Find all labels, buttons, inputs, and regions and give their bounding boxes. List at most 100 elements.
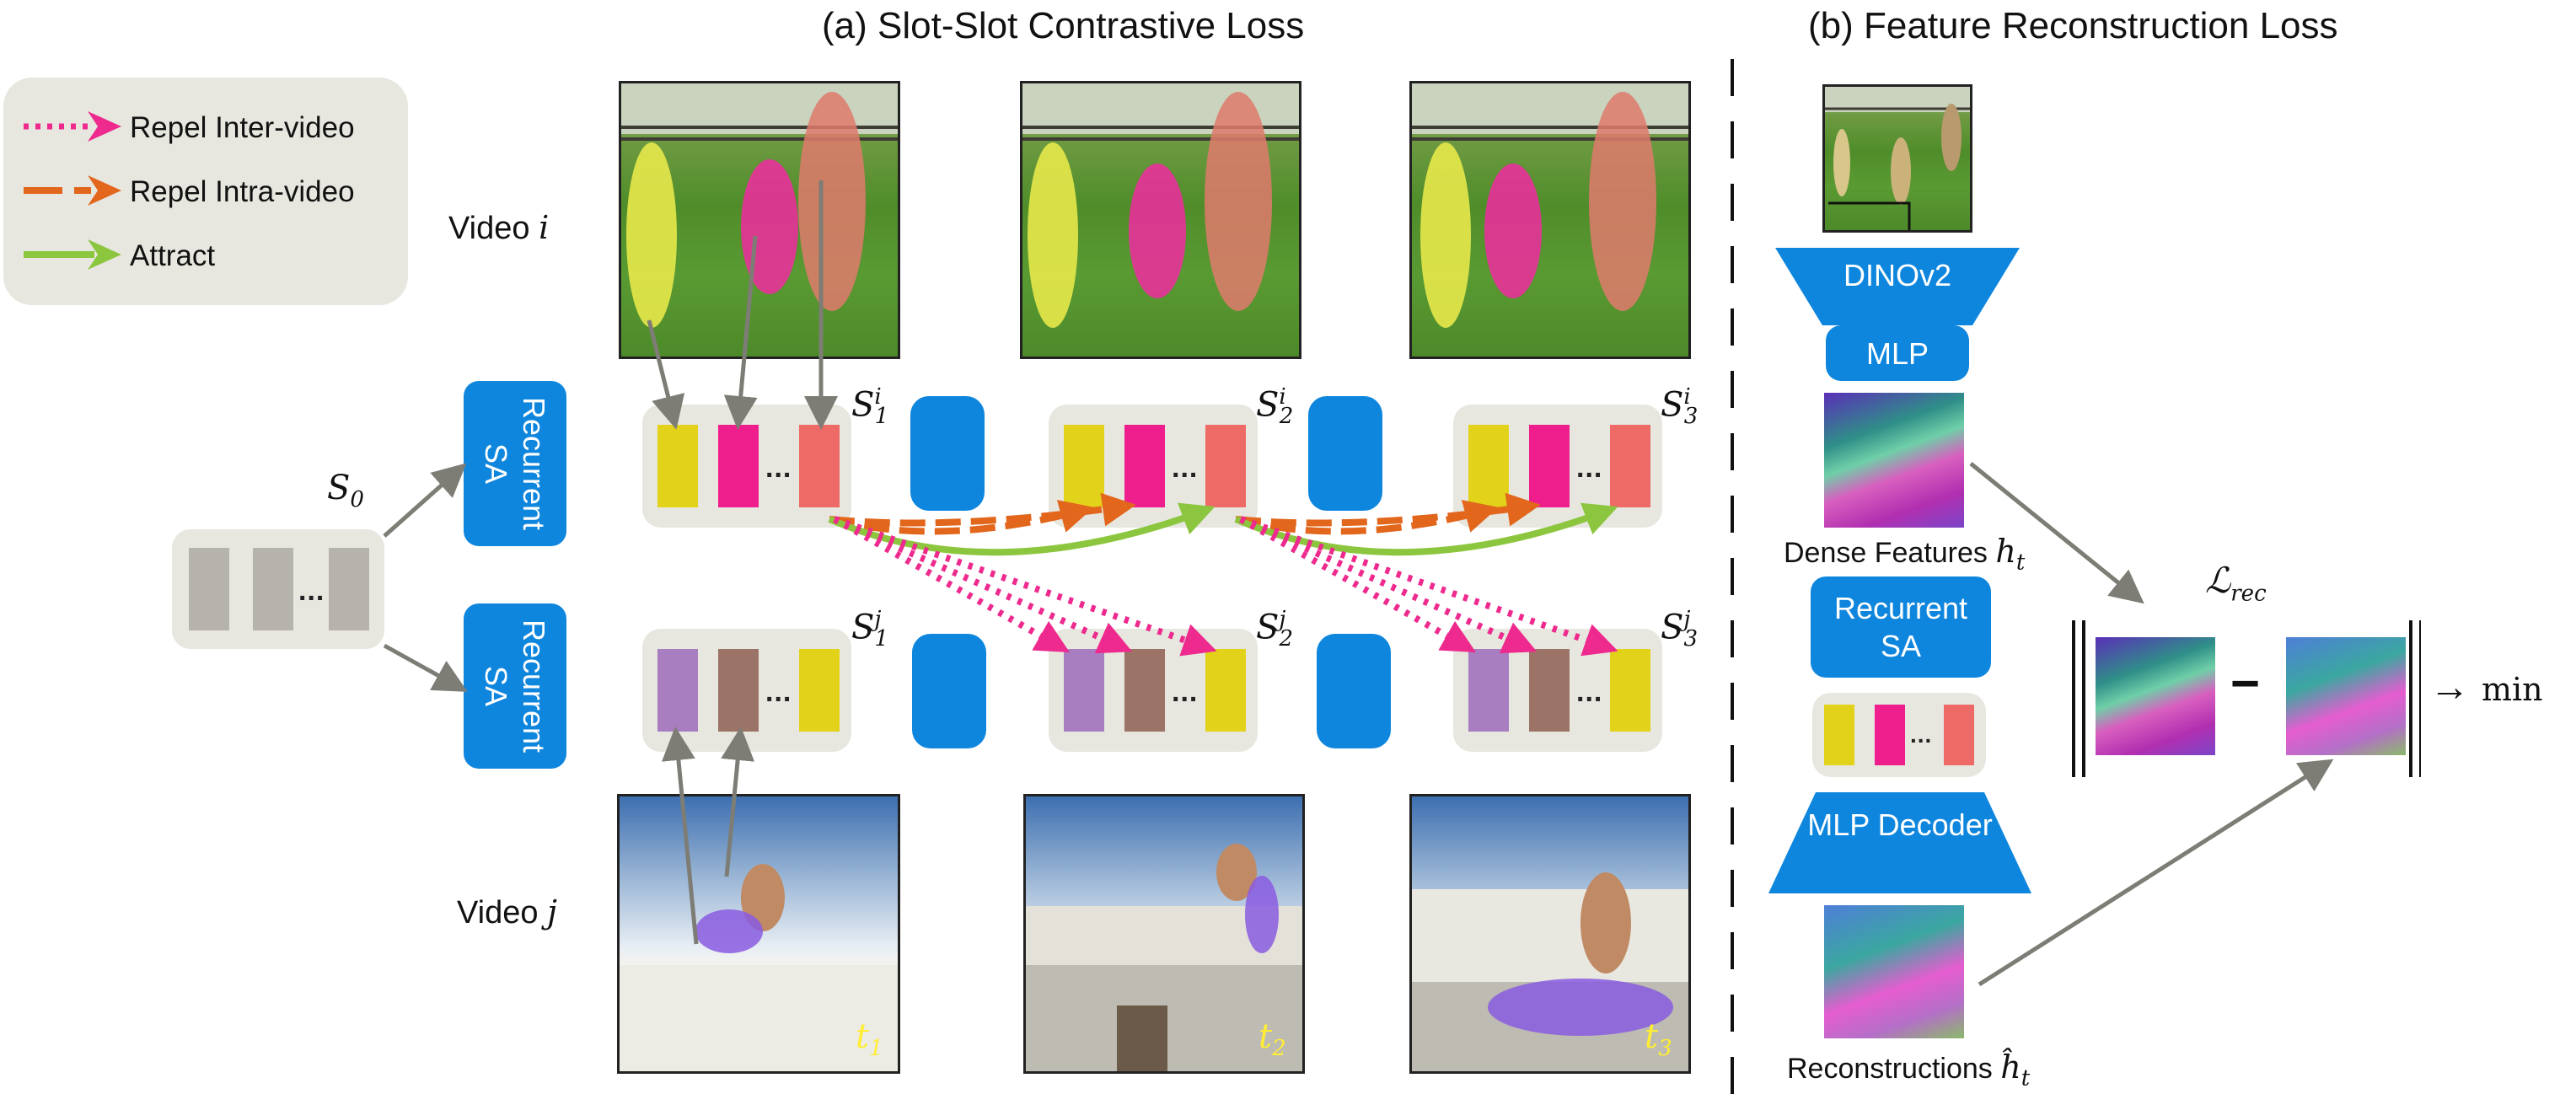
giraffe-scene <box>1825 87 1970 230</box>
minus-sign: − <box>2230 655 2261 711</box>
ellipsis: ... <box>1576 676 1603 708</box>
slot <box>799 425 840 507</box>
math-base: S <box>1661 385 1684 425</box>
legend-item-repel-intra: Repel Intra-video <box>20 167 391 217</box>
video-j-frame-3: t3 <box>1409 794 1691 1074</box>
slot-label-j-1: Sj1 <box>851 607 888 652</box>
min-label: min <box>2482 671 2543 708</box>
math-base: t <box>1258 1017 1273 1056</box>
ellipsis: ... <box>765 676 792 708</box>
math-sub: 3 <box>1683 626 1699 652</box>
mlp-decoder-block <box>1768 792 2031 893</box>
legend-label: Repel Inter-video <box>130 111 355 144</box>
bike-scene <box>620 864 898 1071</box>
math-base: ℒ <box>2205 560 2231 601</box>
dashed-arrow-icon <box>24 175 121 206</box>
loss-norm-bars <box>2072 620 2421 777</box>
transition-block-j-1 <box>912 634 986 748</box>
transition-block-j-2 <box>1317 634 1391 748</box>
math-base: S <box>1256 385 1280 425</box>
math-sub: 2 <box>1272 1036 1286 1061</box>
giraffe-scene <box>1412 83 1688 328</box>
math-sub: t <box>2021 1065 2031 1091</box>
video-i-frame-2 <box>1020 81 1301 359</box>
math-base: S <box>851 385 875 425</box>
ellipsis: ... <box>1172 452 1199 484</box>
solid-arrow-icon <box>24 239 121 270</box>
math-sup: i <box>1683 384 1691 410</box>
slot <box>657 425 698 507</box>
init-slots-label: S0 <box>327 469 364 512</box>
video-var: j <box>547 893 557 930</box>
slot <box>1468 649 1509 732</box>
slot <box>657 649 698 732</box>
math-base: S <box>1661 608 1684 647</box>
reconstruction-map <box>1824 905 1964 1038</box>
ellipsis: ... <box>1576 452 1603 484</box>
dinov2-block <box>1775 248 2020 325</box>
legend-item-repel-inter: Repel Inter-video <box>20 103 391 153</box>
slot <box>1875 705 1905 765</box>
slot <box>1205 425 1246 507</box>
slot <box>253 548 293 630</box>
slot-label-i-2: Si2 <box>1256 384 1293 429</box>
slot <box>1944 705 1974 765</box>
loss-features-map <box>2096 637 2215 755</box>
giraffe-scene <box>1022 83 1299 328</box>
math-base: S <box>327 469 351 507</box>
mlp-block: MLP <box>1826 325 1969 381</box>
reconstructions-label: Reconstructions ĥt <box>1787 1048 2030 1091</box>
slot-label-i-3: Si3 <box>1661 384 1698 429</box>
math-sub: 1 <box>874 404 889 430</box>
recurrent-sa-b: Recurrent SA <box>1811 576 1991 678</box>
loss-recon-map <box>2286 637 2406 755</box>
math-base: h <box>1995 533 2016 570</box>
math-sup: j <box>874 607 882 632</box>
slot <box>1064 425 1104 507</box>
math-base: ĥ <box>2000 1048 2021 1086</box>
math-sub: 2 <box>1279 404 1294 430</box>
dinov2-label: DINOv2 <box>1843 258 1952 292</box>
time-label: t1 <box>856 1017 883 1061</box>
video-label-text: Video <box>457 895 539 930</box>
slot-label-j-3: Sj3 <box>1661 607 1698 652</box>
math-sup: i <box>874 384 882 410</box>
slot <box>1610 649 1650 732</box>
mlp-decoder-label: MLP Decoder <box>1807 807 1993 842</box>
dense-features-label: Dense Features ht <box>1784 533 2025 576</box>
slot <box>718 649 759 732</box>
bike-scene <box>1412 872 1688 1071</box>
math-sub: 1 <box>869 1036 883 1061</box>
slot-label-i-1: Si1 <box>851 384 888 429</box>
giraffe-scene <box>621 83 898 328</box>
panel-b-title: (b) Feature Reconstruction Loss <box>1808 5 2338 46</box>
transition-block-i-1 <box>910 396 985 511</box>
panel-separator <box>1731 59 1734 1094</box>
init-slot-box: ... <box>172 529 384 649</box>
slot-set-b: ... <box>1812 693 1986 777</box>
slot <box>329 548 369 630</box>
panel-a-title: (a) Slot-Slot Contrastive Loss <box>822 5 1305 46</box>
bike-scene <box>1026 844 1302 1071</box>
slot <box>718 425 759 507</box>
math-sub: 1 <box>874 626 889 652</box>
video-i-frame-3 <box>1409 81 1691 359</box>
arrow-right-icon: → <box>2429 665 2470 710</box>
time-label: t2 <box>1258 1017 1286 1061</box>
math-sup: j <box>1683 607 1691 632</box>
recurrent-sa-top: Recurrent SA <box>464 381 566 546</box>
legend-label: Repel Intra-video <box>130 175 355 208</box>
video-label-text: Video <box>448 211 530 246</box>
math-sub: 0 <box>350 487 364 512</box>
slot <box>1205 649 1246 732</box>
caption-text: Reconstructions <box>1787 1053 1993 1085</box>
slot-label-j-2: Sj2 <box>1256 607 1293 652</box>
caption-text: Dense Features <box>1784 537 1988 569</box>
slot <box>1824 705 1854 765</box>
slot <box>189 548 229 630</box>
legend: Repel Inter-video Repel Intra-video Attr… <box>3 78 408 305</box>
video-i-frame-1 <box>619 81 900 359</box>
slot <box>799 649 840 732</box>
time-label: t3 <box>1645 1017 1672 1061</box>
math-base: S <box>851 608 875 647</box>
